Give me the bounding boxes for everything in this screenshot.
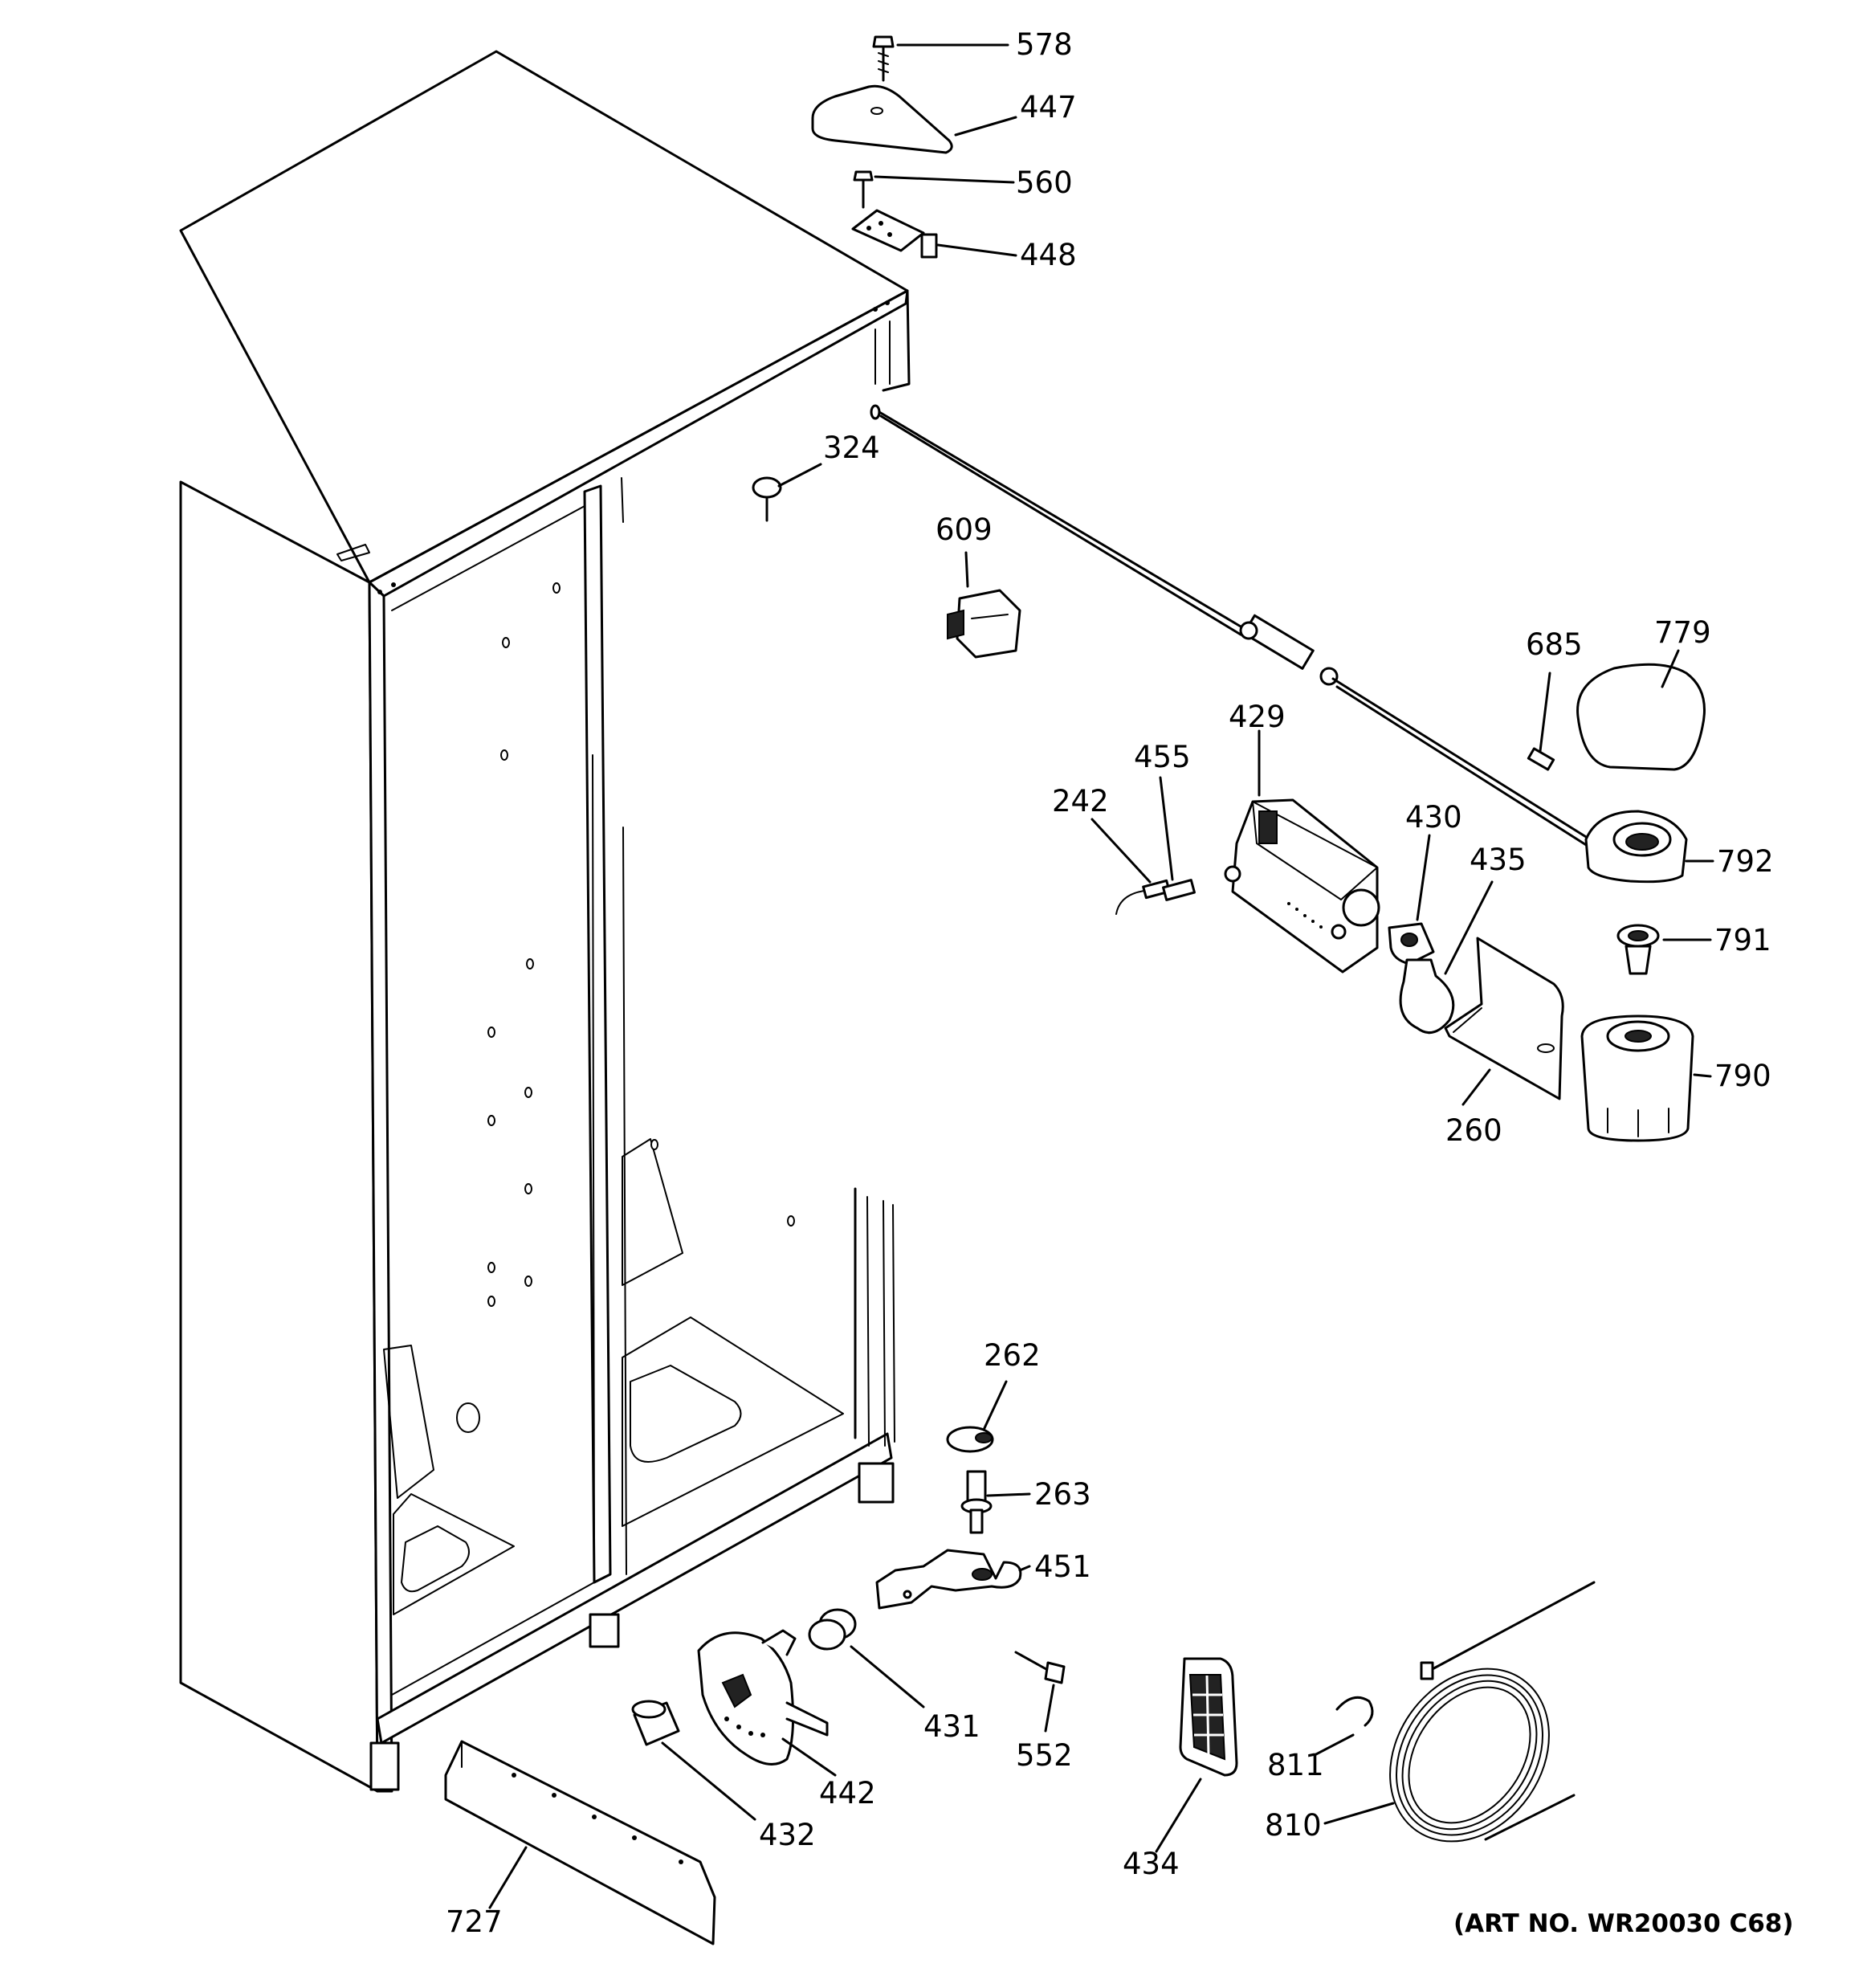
callout-790: 790: [1714, 1059, 1771, 1093]
part-242-thermistor: [1115, 879, 1171, 915]
part-260-light-shield: [1444, 937, 1564, 1100]
part-435-bulb: [1399, 958, 1455, 1035]
callout-455: 455: [1134, 740, 1191, 774]
part-791-bypass: [1616, 924, 1660, 975]
callout-432: 432: [759, 1818, 816, 1852]
callout-431: 431: [923, 1709, 980, 1744]
part-263-pin: [960, 1470, 993, 1534]
callout-262: 262: [984, 1338, 1041, 1373]
callout-263: 263: [1034, 1477, 1091, 1512]
part-429-housing: [1224, 798, 1380, 974]
part-811-clamp: [1335, 1696, 1374, 1727]
callout-791: 791: [1714, 923, 1771, 957]
callout-451: 451: [1034, 1549, 1091, 1584]
callout-727: 727: [446, 1904, 503, 1939]
callout-442: 442: [819, 1776, 876, 1810]
callout-578: 578: [1016, 27, 1073, 62]
part-552-screw: [1014, 1651, 1066, 1684]
part-810-water-line: [1389, 1581, 1596, 1843]
part-609-switch: [947, 589, 1021, 659]
part-779-cap: [1576, 663, 1706, 771]
part-792-filter-housing: [1584, 810, 1688, 884]
part-560-screw: [853, 170, 874, 209]
callout-609: 609: [936, 512, 993, 547]
callout-792: 792: [1717, 844, 1774, 879]
part-432-roller: [631, 1700, 680, 1746]
part-434-grille: [1179, 1657, 1238, 1777]
callout-447: 447: [1020, 90, 1077, 125]
callout-430: 430: [1405, 800, 1462, 835]
callout-810: 810: [1265, 1808, 1322, 1843]
callout-324: 324: [823, 431, 880, 465]
callout-560: 560: [1016, 165, 1073, 200]
part-727-kickplate: [444, 1740, 716, 1945]
callout-685: 685: [1526, 627, 1583, 662]
refrigerator-cabinet: [179, 50, 911, 1793]
art-number: (ART NO. WR20030 C68): [1453, 1909, 1794, 1938]
part-790-filter: [1580, 1014, 1694, 1142]
part-water-tube: [870, 404, 1592, 849]
callout-435: 435: [1470, 843, 1527, 877]
part-262-cam: [946, 1426, 994, 1453]
part-430-socket: [1388, 922, 1435, 965]
part-447-hinge-cover: [811, 84, 953, 154]
callout-448: 448: [1020, 238, 1077, 272]
callout-260: 260: [1445, 1113, 1502, 1148]
callout-811: 811: [1267, 1748, 1324, 1782]
callout-labels: 578 447 560 448 324 609 685 779 429 455 …: [446, 27, 1794, 1939]
callout-779: 779: [1654, 615, 1711, 650]
part-451-bottom-hinge: [875, 1549, 1022, 1610]
callout-434: 434: [1123, 1847, 1180, 1881]
part-431-bearing: [808, 1608, 857, 1651]
part-324-plug: [752, 476, 782, 522]
part-442-gear-assembly: [697, 1629, 829, 1766]
leader-lines: [488, 43, 1714, 1909]
callout-552: 552: [1016, 1738, 1073, 1773]
part-448-hinge: [851, 209, 938, 259]
part-685-screw: [1527, 747, 1555, 771]
part-455-switch: [1162, 879, 1196, 901]
callout-242: 242: [1052, 784, 1109, 818]
callout-429: 429: [1229, 700, 1286, 734]
part-578-screw: [872, 35, 895, 82]
